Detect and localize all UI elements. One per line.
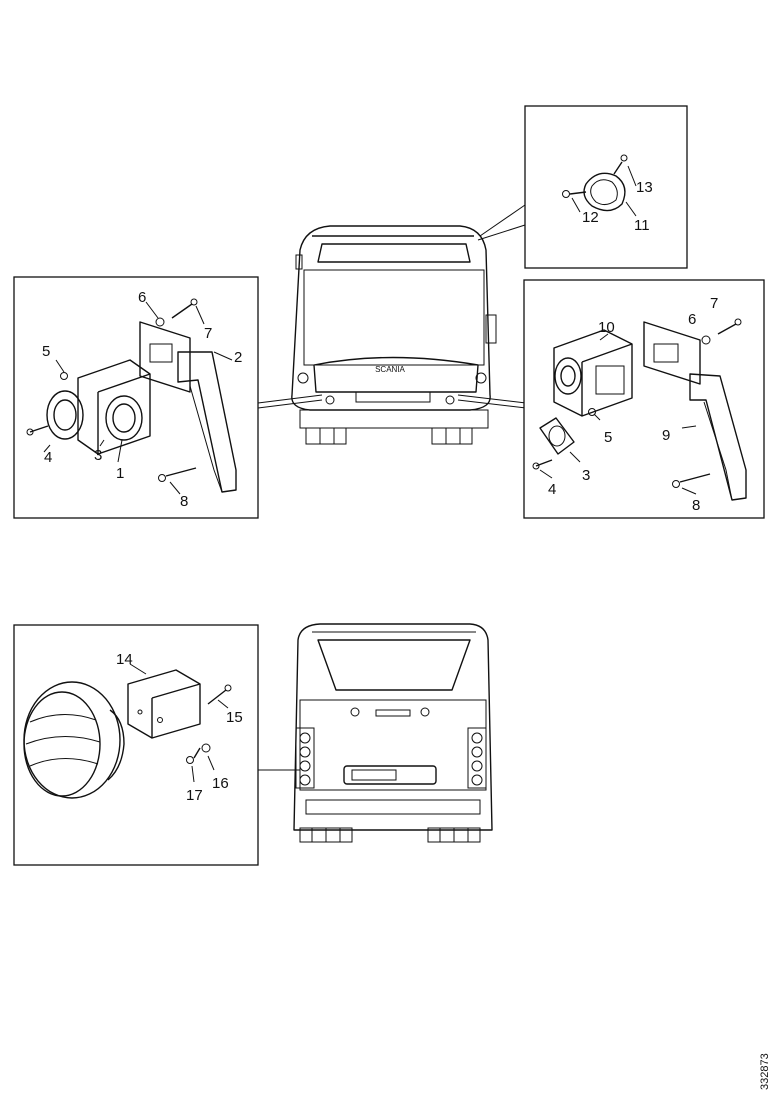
callout-1: 1 (116, 465, 124, 482)
detail-roof-lamp: 13 12 11 (524, 105, 688, 269)
callout-5: 5 (42, 343, 50, 360)
callout-8: 8 (692, 497, 700, 514)
callout-5: 5 (604, 429, 612, 446)
callout-15: 15 (226, 709, 243, 726)
callout-17: 17 (186, 787, 203, 804)
callout-14: 14 (116, 651, 133, 668)
callout-7: 7 (710, 295, 718, 312)
document-number: 332873 (759, 1053, 771, 1090)
callout-4: 4 (44, 449, 52, 466)
detail-front-right: 10 7 6 5 9 3 4 8 (523, 279, 765, 519)
callout-2: 2 (234, 349, 242, 366)
bus-front-view: SCANIA (291, 225, 497, 445)
callout-12: 12 (582, 209, 599, 226)
bus-badge: SCANIA (375, 365, 405, 374)
bus-rear-view (293, 623, 493, 843)
callout-8: 8 (180, 493, 188, 510)
detail-front-left: 1 2 3 4 5 6 7 8 (13, 276, 259, 519)
callout-13: 13 (636, 179, 653, 196)
callout-10: 10 (598, 319, 615, 336)
callout-3: 3 (582, 467, 590, 484)
callout-11: 11 (634, 217, 650, 234)
callout-9: 9 (662, 427, 670, 444)
callout-3: 3 (94, 447, 102, 464)
detail-rear-lamp: 14 15 16 17 (13, 624, 259, 866)
callout-6: 6 (688, 311, 696, 328)
callout-4: 4 (548, 481, 556, 498)
callout-6: 6 (138, 289, 146, 306)
leader-lines (257, 204, 527, 771)
callout-7: 7 (204, 325, 212, 342)
callout-16: 16 (212, 775, 229, 792)
